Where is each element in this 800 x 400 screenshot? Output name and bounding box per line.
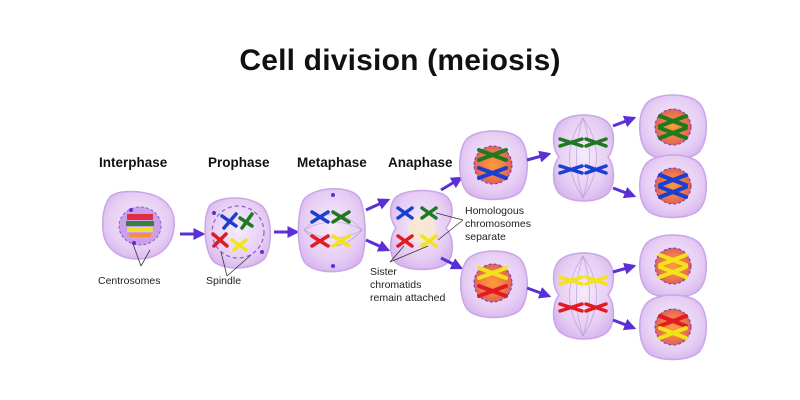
progression-arrow (440, 256, 464, 270)
annotation-homologous: Homologous chromosomes separate (465, 205, 531, 244)
centrosome-pointer (132, 243, 142, 267)
spindle-pointer (226, 254, 252, 277)
spindle-pointer (220, 251, 228, 277)
annotation-sister-chromatids: Sister chromatids remain attached (370, 266, 445, 305)
interphase-cell (102, 190, 176, 260)
progression-arrow (365, 238, 391, 252)
sister-pointer (389, 245, 405, 263)
annotation-sister-line2: chromatids (370, 279, 422, 291)
daughter-cell-top (459, 130, 528, 201)
homologous-pointer (437, 219, 464, 241)
centrosome-dot (129, 208, 133, 212)
progression-arrow (612, 115, 637, 128)
progression-arrow (365, 198, 391, 212)
homologous-pointer (435, 212, 464, 221)
second-division-cell-bottom (552, 252, 615, 340)
annotation-homologous-line1: Homologous (465, 205, 524, 217)
centrosome-pointer (140, 249, 151, 267)
final-cell-yellow (639, 234, 707, 299)
stage-label-interphase: Interphase (99, 155, 168, 170)
anaphase-cell (389, 189, 454, 271)
annotation-sister-line1: Sister (370, 266, 397, 278)
second-division-cell-top (552, 114, 615, 202)
stage-label-metaphase: Metaphase (297, 155, 367, 170)
final-cell-red (639, 294, 707, 361)
diagram-title: Cell division (meiosis) (239, 44, 561, 77)
prophase-cell (204, 197, 271, 269)
metaphase-cell (297, 188, 366, 273)
progression-arrow (526, 286, 552, 299)
daughter-cell-bottom (460, 250, 528, 319)
annotation-homologous-line2: chromosomes (465, 218, 531, 230)
annotation-centrosomes: Centrosomes (98, 275, 161, 287)
annotation-spindle: Spindle (206, 275, 242, 287)
progression-arrow (612, 318, 637, 331)
centrosome-dot (132, 241, 136, 245)
annotation-homologous-line3: separate (465, 231, 506, 243)
stage-label-prophase: Prophase (208, 155, 270, 170)
annotation-sister-line3: remain attached (370, 292, 446, 304)
progression-arrow (526, 150, 552, 163)
stage-label-anaphase: Anaphase (388, 155, 453, 170)
progression-arrow (612, 186, 637, 199)
final-cell-green (639, 94, 707, 161)
progression-arrow (440, 176, 464, 192)
progression-arrow (612, 262, 637, 275)
sister-pointer (389, 245, 429, 263)
final-cell-blue (639, 154, 707, 219)
